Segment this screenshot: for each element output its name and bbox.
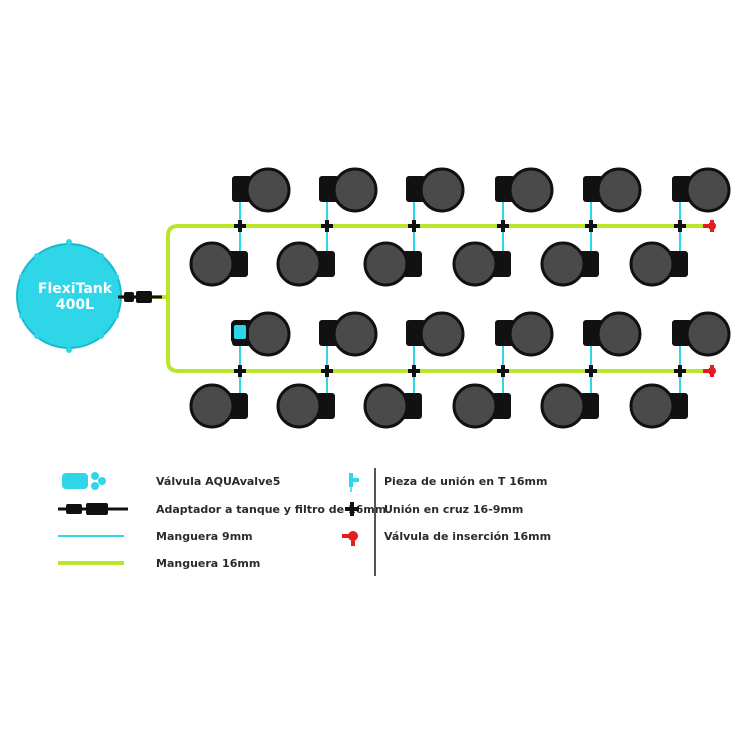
tank-name: FlexiTank [37, 281, 113, 297]
legend-hose16: Manguera 16mm [58, 552, 260, 574]
legend-aquavalve-label: Válvula AQUAvalve5 [156, 474, 281, 488]
cross-fitting [585, 369, 597, 373]
plant-pot [629, 241, 675, 287]
cross-fitting [408, 224, 420, 228]
hose-16mm-lower [166, 297, 705, 373]
insertion-valve [710, 229, 714, 232]
legend-divider [374, 468, 376, 576]
plant-pot [276, 383, 322, 429]
insertion-valve [710, 220, 714, 223]
legend-adapter: Adaptador a tanque y filtro de 16mm [58, 498, 386, 520]
plant-pot [332, 167, 378, 213]
legend-valve: Válvula de inserción 16mm [340, 525, 551, 547]
tank-rim-tab [98, 253, 104, 259]
plant-pot [629, 383, 675, 429]
hose-16mm-icon [58, 552, 128, 574]
tank-rim-tab [19, 274, 25, 280]
plant-pot [452, 383, 498, 429]
insertion-valve [703, 224, 709, 228]
legend-tee-label: Pieza de unión en T 16mm [384, 474, 548, 488]
adapter-body [124, 292, 134, 302]
plant-pot [363, 241, 409, 287]
plant-pot [596, 167, 642, 213]
tank-capacity: 400L [55, 297, 95, 313]
cross-fitting [674, 224, 686, 228]
plant-pot [245, 167, 291, 213]
legend-aquavalve: Válvula AQUAvalve5 [58, 470, 280, 492]
legend-valve-label: Válvula de inserción 16mm [384, 529, 552, 543]
insertion-valve [708, 367, 716, 375]
insertion-valve [710, 374, 714, 377]
plant-pot [540, 241, 586, 287]
plant-pot [596, 311, 642, 357]
plant-pot [419, 167, 465, 213]
cross-fitting [497, 224, 509, 228]
plant-pot [189, 241, 235, 287]
legend-adapter-label: Adaptador a tanque y filtro de 16mm [156, 502, 387, 516]
plant-pot [332, 311, 378, 357]
plant-pot [508, 167, 554, 213]
cross-fitting [585, 224, 597, 228]
cross-fitting [497, 369, 509, 373]
plant-pot [276, 241, 322, 287]
insertion-valve-icon [340, 525, 364, 547]
cross-fitting [234, 224, 246, 228]
tank-rim-tab [98, 333, 104, 339]
insertion-valve [710, 365, 714, 368]
aquavalve-icon [58, 470, 128, 492]
cross-fitting [321, 224, 333, 228]
plant-pot [245, 311, 291, 357]
tank-rim-tab [113, 313, 119, 319]
plant-pot [189, 383, 235, 429]
tank-rim-tab [34, 333, 40, 339]
insertion-valve [703, 369, 709, 373]
legend-hose9: Manguera 9mm [58, 525, 253, 547]
hose-9mm-icon [58, 525, 128, 547]
plant-pot [452, 241, 498, 287]
tank-rim-tab [34, 253, 40, 259]
tank-label: FlexiTank 400L [25, 281, 125, 313]
plant-pot [419, 311, 465, 357]
legend-hose16-label: Manguera 16mm [156, 556, 261, 570]
insertion-valve [708, 222, 716, 230]
cross-fitting-icon [340, 498, 364, 520]
tank-rim-tab [19, 313, 25, 319]
filter-body [136, 291, 152, 303]
tank-rim-tab [66, 347, 72, 353]
hose-16mm-upper [166, 224, 705, 297]
adapter-icon [58, 498, 128, 520]
legend-tee: Pieza de unión en T 16mm [340, 470, 547, 492]
cross-fitting [674, 369, 686, 373]
plant-pot [685, 311, 731, 357]
plant-pot [508, 311, 554, 357]
cross-fitting [408, 369, 420, 373]
legend-hose9-label: Manguera 9mm [156, 529, 253, 543]
plant-pot [363, 383, 409, 429]
tank-rim-tab [113, 274, 119, 280]
legend-cross: Unión en cruz 16-9mm [340, 498, 523, 520]
cross-fitting [321, 369, 333, 373]
tee-fitting-icon [340, 470, 364, 492]
plant-pot [685, 167, 731, 213]
tank-rim-tab [66, 239, 72, 245]
legend-cross-label: Unión en cruz 16-9mm [384, 502, 524, 516]
aquavalve-body [234, 325, 246, 339]
plant-pot [540, 383, 586, 429]
cross-fitting [234, 369, 246, 373]
